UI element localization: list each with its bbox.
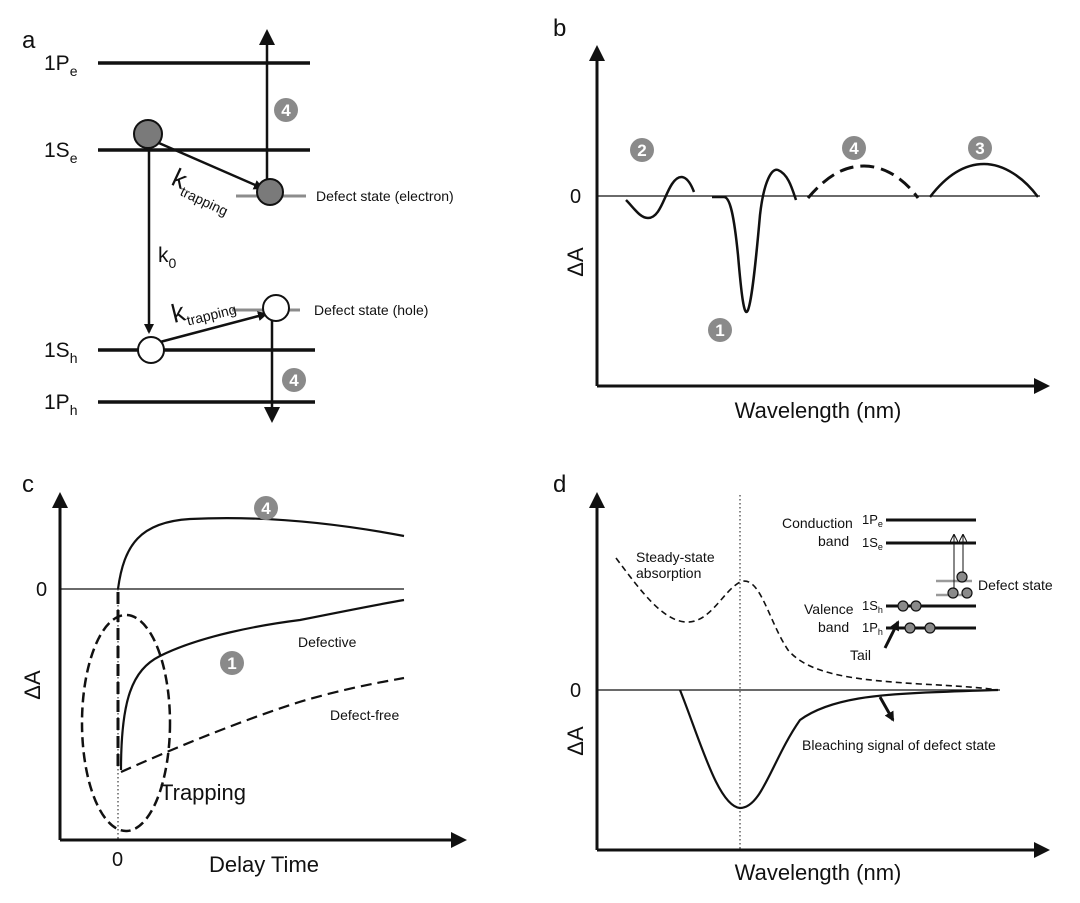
c-badge-4 (254, 496, 278, 520)
inset-conduction-1: Conduction (782, 515, 853, 531)
inset-conduction-2: band (818, 533, 849, 549)
inset-hole-1sh-1 (897, 600, 909, 612)
inset-label-1sh: 1Sh (862, 598, 883, 615)
d-steady-label-2: absorption (636, 565, 701, 581)
label-1pe: 1Pe (44, 52, 78, 79)
badge-4-down (282, 368, 306, 392)
hole-defect (262, 294, 290, 322)
b-badge-4-text: 4 (849, 139, 859, 158)
d-xlabel: Wavelength (nm) (735, 860, 902, 885)
b-ylabel: ΔA (563, 247, 588, 277)
c-curve-defective (119, 598, 405, 771)
c-trapping-ellipse (80, 613, 172, 833)
d-steady-label-1: Steady-state (636, 549, 715, 565)
b-curve-3 (929, 162, 1040, 198)
c-label-defective: Defective (298, 634, 357, 650)
badge-4-up-text: 4 (281, 101, 291, 120)
inset-dot-defect-1 (947, 587, 959, 599)
b-badge-1-text: 1 (715, 321, 724, 340)
d-tail-arrow (883, 620, 900, 649)
b-badge-3 (968, 136, 992, 160)
inset-hole-1sh-2 (910, 600, 922, 612)
d-bleach-curve (678, 688, 999, 810)
b-curve-1 (712, 168, 798, 314)
d-zero-label: 0 (570, 680, 581, 702)
b-zero-label: 0 (570, 186, 581, 208)
b-curve-2 (625, 175, 696, 220)
k0-label: k0 (158, 244, 177, 271)
badge-4-down-text: 4 (289, 371, 299, 390)
panel-c: c 0 0 ΔA Delay Time Defective Defect-fre… (20, 471, 467, 877)
panel-c-letter: c (22, 471, 34, 498)
c-label-trapping: Trapping (160, 780, 246, 805)
panel-a-letter: a (22, 27, 36, 54)
panel-a: a 1Pe 1Se 1Sh 1Ph ktrapping ktrapping k0 (22, 27, 454, 423)
inset-defect-state-label: Defect state (978, 577, 1053, 593)
c-badge-4-text: 4 (261, 499, 271, 518)
panel-b-letter: b (553, 15, 566, 42)
inset-hole-1ph-2 (924, 622, 936, 634)
defect-electron-label: Defect state (electron) (316, 188, 454, 204)
c-badge-1 (220, 651, 244, 675)
inset-label-1pe: 1Pe (862, 512, 883, 529)
c-zero-x-label: 0 (112, 849, 123, 871)
panel-d: d 0 ΔA Wavelength (nm) Steady-state abso… (553, 471, 1053, 885)
d-steady-state-curve (615, 557, 999, 691)
c-xlabel: Delay Time (209, 852, 319, 877)
electron-1se (133, 119, 163, 149)
b-badge-2 (630, 138, 654, 162)
inset-valence-2: band (818, 619, 849, 635)
c-zero-y-label: 0 (36, 579, 47, 601)
ktrap-hole-arrow (159, 311, 268, 344)
ktrap-electron-arrow (151, 138, 264, 190)
badge-4-up (274, 98, 298, 122)
label-1ph: 1Ph (44, 391, 77, 418)
panel-b: b 0 ΔA Wavelength (nm) 2 4 3 1 (553, 15, 1050, 423)
d-tail-label: Tail (850, 647, 871, 663)
d-ylabel: ΔA (563, 726, 588, 756)
inset-label-1ph: 1Ph (862, 620, 883, 637)
inset-electron-defect (956, 571, 968, 583)
c-ylabel: ΔA (20, 670, 45, 700)
label-1sh: 1Sh (44, 339, 77, 366)
ktrap-electron-label: ktrapping (166, 162, 238, 219)
b-badge-1 (708, 318, 732, 342)
c-curve-4 (116, 516, 405, 590)
inset-valence-1: Valence (804, 601, 854, 617)
b-curve-4 (806, 164, 920, 199)
inset-dot-defect-2 (961, 587, 973, 599)
defect-hole-label: Defect state (hole) (314, 302, 428, 318)
hole-1sh (137, 336, 165, 364)
inset-label-1se: 1Se (862, 535, 883, 552)
c-label-defect-free: Defect-free (330, 707, 399, 723)
b-badge-2-text: 2 (637, 141, 646, 160)
d-inset-diagram: 1Pe 1Se 1Sh 1Ph Conduction band Valence … (782, 512, 1053, 637)
label-1se: 1Se (44, 139, 78, 166)
b-badge-3-text: 3 (975, 139, 984, 158)
b-xlabel: Wavelength (nm) (735, 398, 902, 423)
inset-hole-1ph-1 (904, 622, 916, 634)
d-bleach-label: Bleaching signal of defect state (802, 737, 996, 753)
d-bleach-arrow (878, 696, 895, 722)
b-badge-4 (842, 136, 866, 160)
electron-defect (256, 178, 284, 206)
c-curve-defect-free (120, 676, 405, 774)
c-badge-1-text: 1 (227, 654, 236, 673)
panel-d-letter: d (553, 471, 566, 498)
